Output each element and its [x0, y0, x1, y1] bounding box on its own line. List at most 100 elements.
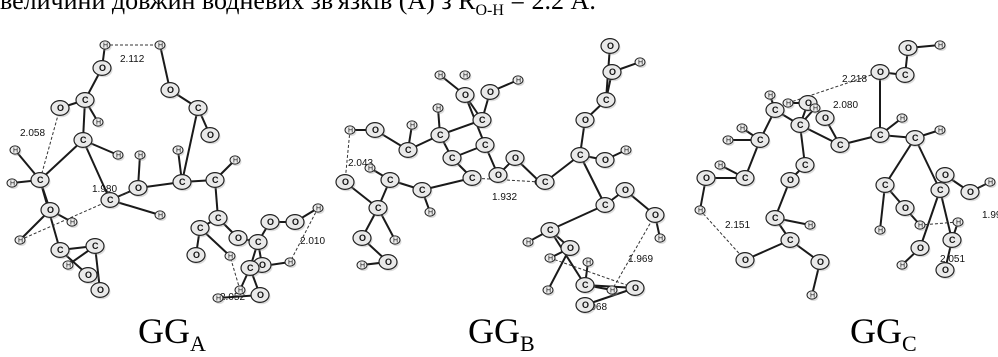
hbond-distance-label: 1.980: [92, 184, 117, 195]
oxygen-atom: [615, 182, 635, 198]
atom-symbol: O: [259, 260, 266, 270]
atom-symbol: C: [542, 177, 549, 187]
atom-symbol: H: [360, 263, 365, 270]
atom-symbol: O: [622, 185, 629, 195]
carbon-atom: [930, 182, 950, 198]
oxygen-atom: [870, 64, 890, 80]
atom-symbol: O: [47, 205, 54, 215]
atom-symbol: H: [70, 220, 75, 227]
hydrogen-atom: [92, 117, 104, 127]
atom-symbol: H: [698, 208, 703, 215]
carbon-atom: [462, 170, 482, 186]
atom-symbol: H: [658, 236, 663, 243]
oxygen-atom: [335, 174, 355, 190]
carbon-atom: [830, 137, 850, 153]
atom-symbol: H: [233, 158, 238, 165]
atom-symbol: O: [967, 187, 974, 197]
atom-symbol: O: [85, 270, 92, 280]
atom-symbol: H: [768, 93, 773, 100]
atom-symbol: C: [582, 280, 589, 290]
atom-symbol: H: [158, 43, 163, 50]
carbon-atom: [765, 210, 785, 226]
atom-symbol: C: [419, 185, 426, 195]
hbond-distance-label: 2.112: [120, 54, 145, 65]
atom-symbol: O: [487, 87, 494, 97]
atom-symbol: O: [877, 67, 884, 77]
atom-symbol: O: [359, 233, 366, 243]
carbon-atom: [905, 130, 925, 146]
atom-symbol: H: [586, 260, 591, 267]
atom-symbol: O: [905, 43, 912, 53]
hydrogen-bond-line: [344, 129, 351, 183]
hydrogen-atom: [356, 260, 368, 270]
bond: [884, 137, 916, 186]
atom-symbol: O: [567, 243, 574, 253]
hydrogen-atom: [99, 40, 111, 50]
hydrogen-atom: [284, 257, 296, 267]
atom-symbol: C: [882, 180, 889, 190]
hydrogen-atom: [154, 40, 166, 50]
atom-symbol: H: [348, 128, 353, 135]
atom-symbol: O: [193, 250, 200, 260]
oxygen-atom: [505, 150, 525, 166]
top-caption: величини довжин водневих зв'язків (Å) з …: [0, 0, 998, 26]
atom-symbol: C: [195, 103, 202, 113]
atom-symbol: O: [582, 300, 589, 310]
hbond-distance-label: 2.052: [220, 292, 245, 303]
hydrogen-bond-line: [39, 107, 61, 181]
atom-symbol: H: [10, 181, 15, 188]
atom-symbol: H: [900, 116, 905, 123]
atom-symbol: H: [393, 238, 398, 245]
oxygen-atom: [480, 84, 500, 100]
carbon-atom: [735, 170, 755, 186]
carbon-atom: [50, 242, 70, 258]
hydrogen-atom: [934, 125, 946, 135]
oxygen-atom: [935, 262, 955, 278]
atom-symbol: O: [602, 155, 609, 165]
atom-symbol: C: [197, 223, 204, 233]
atom-symbol: C: [80, 135, 87, 145]
atom-symbol: O: [703, 173, 710, 183]
hydrogen-atom: [714, 160, 726, 170]
hydrogen-atom: [6, 178, 18, 188]
atom-symbol: O: [917, 243, 924, 253]
atom-symbol: C: [742, 173, 749, 183]
oxygen-atom: [352, 230, 372, 246]
carbon-atom: [535, 174, 555, 190]
atom-symbol: H: [546, 288, 551, 295]
atom-symbol: O: [167, 85, 174, 95]
hbond-distance-label: 2.043: [348, 158, 373, 169]
atom-symbol: C: [937, 185, 944, 195]
bond: [181, 107, 199, 183]
hydrogen-atom: [154, 210, 166, 220]
atom-symbol: H: [988, 180, 993, 187]
hbond-distance-label: 2.080: [833, 100, 858, 111]
atom-symbol: C: [469, 173, 476, 183]
atom-symbol: H: [316, 206, 321, 213]
hydrogen-bond-line: [611, 214, 656, 291]
hydrogen-atom: [62, 260, 74, 270]
structure-label-a: GGA: [138, 310, 206, 357]
label-c-main: GG: [850, 311, 902, 351]
carbon-atom: [75, 92, 95, 108]
atom-symbol: H: [918, 223, 923, 230]
atom-symbol: H: [726, 138, 731, 145]
hydrogen-atom: [224, 251, 236, 261]
bond: [939, 189, 953, 241]
atom-symbol: H: [938, 128, 943, 135]
hydrogen-atom: [459, 70, 471, 80]
atom-symbol: H: [176, 148, 181, 155]
atom-symbol: H: [410, 123, 415, 130]
carbon-atom: [790, 117, 810, 133]
hydrogen-atom: [582, 257, 594, 267]
atom-symbol: O: [462, 90, 469, 100]
hydrogen-atom: [229, 155, 241, 165]
atom-symbol: O: [512, 153, 519, 163]
carbon-atom: [100, 192, 120, 208]
carbon-atom: [190, 220, 210, 236]
caption-text: величини довжин водневих зв'язків (Å) з …: [0, 0, 476, 15]
oxygen-atom: [285, 214, 305, 230]
atom-symbol: C: [482, 140, 489, 150]
carbon-atom: [765, 102, 785, 118]
